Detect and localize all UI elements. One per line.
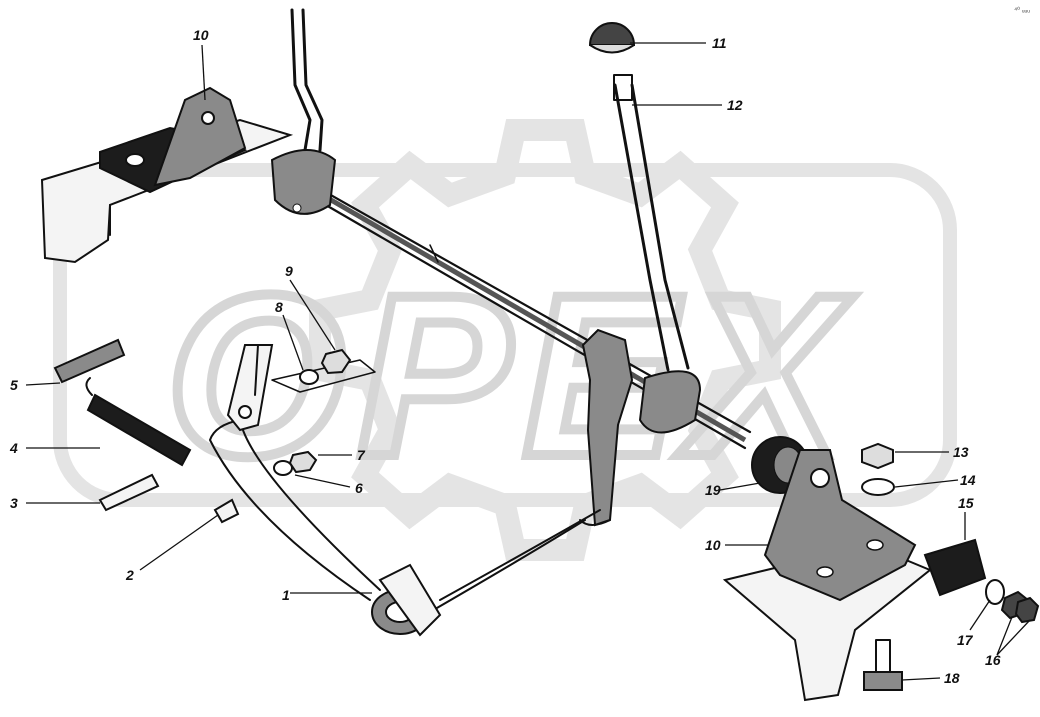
- part-11-knob: [588, 22, 636, 54]
- callout-13: 13: [953, 444, 969, 460]
- parts-13-14: [861, 442, 895, 496]
- callout-16: 16: [985, 652, 1001, 668]
- part-12-right-lever: [613, 74, 702, 434]
- callout-10-right: 10: [705, 537, 721, 553]
- callout-6: 6: [355, 480, 363, 496]
- part-5-plate: [53, 338, 126, 384]
- parts-8-9: [271, 348, 376, 393]
- callout-7: 7: [357, 447, 366, 463]
- clevis: [226, 344, 274, 432]
- part-3-pin: [98, 473, 160, 512]
- corner-mark: ⁴⁰ ᵤᵤᵤ: [1014, 6, 1030, 14]
- parts-6-7: [273, 450, 318, 476]
- callout-17: 17: [957, 632, 974, 648]
- part-10-right-bracket: [722, 449, 932, 702]
- left-lever-rod: [270, 8, 337, 215]
- part-2-bolt: [213, 498, 240, 524]
- part-1-pulley: [371, 563, 442, 637]
- cable: [209, 419, 601, 613]
- callout-18: 18: [944, 670, 960, 686]
- watermark-gear: [309, 119, 781, 561]
- callout-3: 3: [10, 495, 18, 511]
- callout-1: 1: [282, 587, 290, 603]
- watermark-text: OPEX: [166, 247, 853, 504]
- callout-2: 2: [125, 567, 134, 583]
- parts-16-17: [985, 579, 1040, 624]
- part-10-left-bracket: [40, 86, 294, 264]
- callout-15: 15: [958, 495, 974, 511]
- callout-11: 11: [712, 35, 727, 51]
- callout-8: 8: [275, 299, 283, 315]
- callout-10-left: 10: [193, 27, 209, 43]
- part-18-bolt: [863, 639, 903, 691]
- callout-14: 14: [960, 472, 976, 488]
- part-15-spring: [923, 538, 987, 597]
- callout-labels: 1 2 3 4 5 6 7 8 9 10 10 11 12 13 14 15 1…: [9, 27, 1001, 686]
- callout-4: 4: [9, 440, 18, 456]
- callout-19: 19: [705, 482, 721, 498]
- callout-12: 12: [727, 97, 743, 113]
- callout-9: 9: [285, 263, 293, 279]
- leader-lines: [25, 42, 1031, 681]
- callout-5: 5: [10, 377, 18, 393]
- part-4-spring: [85, 377, 192, 467]
